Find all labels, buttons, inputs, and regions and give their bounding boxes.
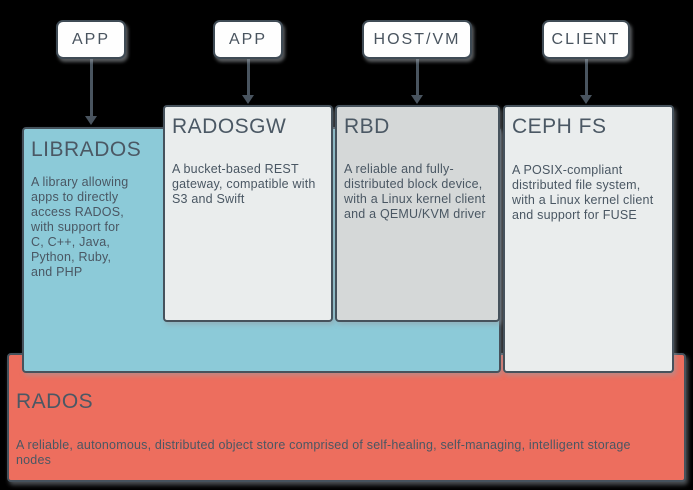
arrow-client-to-cephfs <box>585 59 588 95</box>
host-vm-node: HOST/VM <box>362 20 472 59</box>
rbd-layer-box: RBD A reliable and fully- distributed bl… <box>335 105 500 322</box>
arrow-app-to-radosgw <box>247 59 250 95</box>
cephfs-description: A POSIX-compliant distributed file syste… <box>512 163 654 223</box>
app-node-2: APP <box>213 20 283 59</box>
arrow-hostvm-to-rbd <box>416 59 419 95</box>
arrow-hostvm-to-rbd-head-icon <box>411 95 423 104</box>
librados-title: LIBRADOS <box>31 138 142 161</box>
radosgw-description: A bucket-based REST gateway, compatible … <box>172 162 316 207</box>
arrow-app-to-librados <box>90 59 93 116</box>
cephfs-layer-box: CEPH FS A POSIX-compliant distributed fi… <box>503 105 674 373</box>
arrow-app-to-librados-head-icon <box>85 116 97 125</box>
radosgw-title: RADOSGW <box>172 115 287 138</box>
app-node-2-label: APP <box>228 30 267 48</box>
app-node-1: APP <box>56 20 126 59</box>
rados-description: A reliable, autonomous, distributed obje… <box>16 438 631 468</box>
host-vm-node-label: HOST/VM <box>373 30 461 48</box>
arrow-client-to-cephfs-head-icon <box>580 95 592 104</box>
radosgw-layer-box: RADOSGW A bucket-based REST gateway, com… <box>163 105 333 322</box>
rados-layer-box: RADOS A reliable, autonomous, distribute… <box>7 353 686 482</box>
rbd-title: RBD <box>344 115 390 138</box>
app-node-1-label: APP <box>71 30 110 48</box>
librados-description: A library allowing apps to directly acce… <box>31 175 129 280</box>
rbd-description: A reliable and fully- distributed block … <box>344 162 486 222</box>
client-node: CLIENT <box>542 20 630 59</box>
cephfs-title: CEPH FS <box>512 115 607 138</box>
rados-title: RADOS <box>16 390 94 413</box>
arrow-app-to-radosgw-head-icon <box>242 95 254 104</box>
client-node-label: CLIENT <box>551 30 621 48</box>
